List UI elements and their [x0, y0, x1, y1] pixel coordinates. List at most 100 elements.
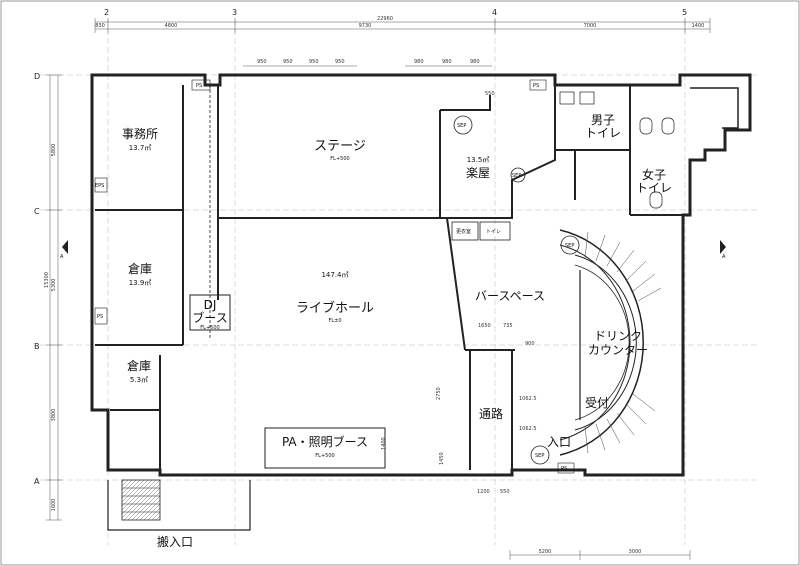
bottom-dimensions — [509, 550, 691, 560]
dj-booth-line2: ブース — [192, 310, 227, 325]
grid-row-c: C — [34, 207, 40, 216]
dj-booth-line1: DJ — [204, 298, 217, 312]
dim-left-span-2: 5300 — [51, 279, 57, 292]
dim-left-span-3: 3800 — [51, 409, 57, 422]
dim-top-span-5: 1400 — [692, 23, 705, 29]
dj-booth-floor-level: FL+500 — [200, 325, 219, 331]
dim-misc-2: 735 — [503, 323, 513, 329]
dim-left-total: 15300 — [44, 272, 50, 288]
storage2-area: 5.3㎡ — [130, 376, 148, 384]
bar-space-name: バースペース — [475, 289, 545, 303]
passage-name: 通路 — [479, 406, 503, 421]
dim-window-6: 980 — [442, 59, 452, 65]
storage1-area: 13.9㎡ — [129, 279, 152, 287]
pa-booth-outline — [264, 427, 386, 469]
entrance-name: 入口 — [547, 435, 571, 449]
eps-tag: EPS — [95, 183, 104, 189]
dim-window-4: 950 — [335, 59, 345, 65]
ps-tag-1: PS — [196, 83, 202, 89]
sep-tag-4: SEP — [457, 123, 466, 129]
section-mark-right-icon — [720, 240, 726, 254]
office-area: 13.7㎡ — [129, 144, 152, 152]
dim-top-span-1: 830 — [95, 23, 105, 29]
grid-col-3: 3 — [232, 8, 237, 17]
left-dimensions — [46, 74, 62, 521]
dim-window-5: 980 — [414, 59, 424, 65]
mens-toilet-line1: 男子 — [591, 113, 615, 127]
grid-row-b: B — [34, 342, 40, 351]
grid-col-2: 2 — [104, 8, 109, 17]
loading-stair-treads — [122, 487, 160, 513]
sep-tag-3: SEP — [535, 453, 544, 459]
column-grid-labels: 2 3 4 5 — [104, 8, 687, 17]
entrance-circle-fixture — [530, 445, 550, 465]
sep-tag-1: SEP — [512, 173, 521, 179]
dim-top-total: 22960 — [377, 16, 393, 22]
exterior-walls — [90, 73, 752, 477]
live-hall-floor-level: FL±0 — [328, 318, 341, 324]
office-name: 事務所 — [122, 127, 158, 141]
stage-name: ステージ — [314, 139, 366, 154]
dim-window-1: 950 — [257, 59, 267, 65]
dim-top-span-2: 4800 — [165, 23, 178, 29]
northeast-wing — [690, 87, 739, 129]
ps-tag-4: PS — [533, 83, 539, 89]
dim-misc-5: 1400 — [381, 437, 387, 450]
section-mark-left-icon — [62, 240, 68, 254]
pa-booth-floor-level: FL+500 — [315, 453, 334, 459]
loading-area-outline — [107, 480, 251, 531]
green-room-sep-fixture — [510, 167, 526, 183]
live-hall-name: ライブホール — [296, 300, 374, 316]
green-room-circle-fixture — [453, 115, 473, 135]
dim-misc-7: 1200 — [477, 489, 490, 495]
dim-bottom-span-2: 3000 — [629, 549, 642, 555]
dim-left-span-4: 1600 — [51, 499, 57, 512]
womens-toilet-line2: トイレ — [636, 181, 672, 195]
dim-misc-6: 1450 — [439, 452, 445, 465]
small-room-a-label: 更衣室 — [456, 228, 471, 235]
storage2-name: 倉庫 — [127, 358, 151, 373]
top-dimensions — [94, 18, 711, 33]
dim-misc-1: 1650 — [478, 323, 491, 329]
dim-misc-3: 1062.5 — [519, 396, 537, 402]
curved-stair — [559, 229, 644, 456]
small-room-b-label: トイレ — [486, 229, 501, 235]
reception-name: 受付 — [585, 396, 609, 410]
dim-top-span-4: 7000 — [584, 23, 597, 29]
drink-counter-line2: カウンター — [588, 343, 648, 357]
stair-treads — [584, 231, 662, 454]
section-mark-left: A — [60, 254, 64, 260]
drink-counter-line1: ドリンク — [594, 329, 642, 343]
ps-tag-2: PS — [97, 314, 103, 320]
grid-row-d: D — [34, 72, 40, 81]
dim-misc-8: 550 — [500, 489, 510, 495]
ps-boxes — [94, 79, 575, 474]
grid-col-4: 4 — [492, 8, 497, 17]
green-room-small-rooms — [451, 221, 511, 241]
dim-misc-4: 2750 — [436, 387, 442, 400]
grid-row-a: A — [34, 477, 40, 486]
stage-floor-level: FL+500 — [330, 156, 349, 162]
loading-entrance-name: 搬入口 — [157, 534, 193, 549]
dim-bottom-span-1: 5200 — [539, 549, 552, 555]
dim-window-2: 950 — [283, 59, 293, 65]
live-hall-area: 147.4㎡ — [321, 271, 348, 279]
interior-walls — [95, 85, 690, 470]
ps-tag-3: PS — [561, 466, 567, 472]
green-room-name: 楽屋 — [466, 166, 490, 180]
dim-left-span-1: 5800 — [51, 144, 57, 157]
mens-toilet-line2: トイレ — [585, 126, 621, 140]
toilet-fixtures — [559, 91, 675, 209]
dim-window-3: 950 — [309, 59, 319, 65]
grid-col-5: 5 — [682, 8, 687, 17]
dim-window-7: 980 — [470, 59, 480, 65]
dim-misc-9: 550 — [485, 91, 495, 97]
section-mark-right: A — [722, 254, 726, 260]
womens-toilet-line1: 女子 — [642, 167, 666, 182]
sep-tag-2: SEP — [565, 243, 574, 249]
dim-misc-11: 900 — [525, 341, 535, 347]
dim-top-span-3: 9730 — [359, 23, 372, 29]
pa-booth-name: PA・照明ブース — [282, 434, 368, 449]
